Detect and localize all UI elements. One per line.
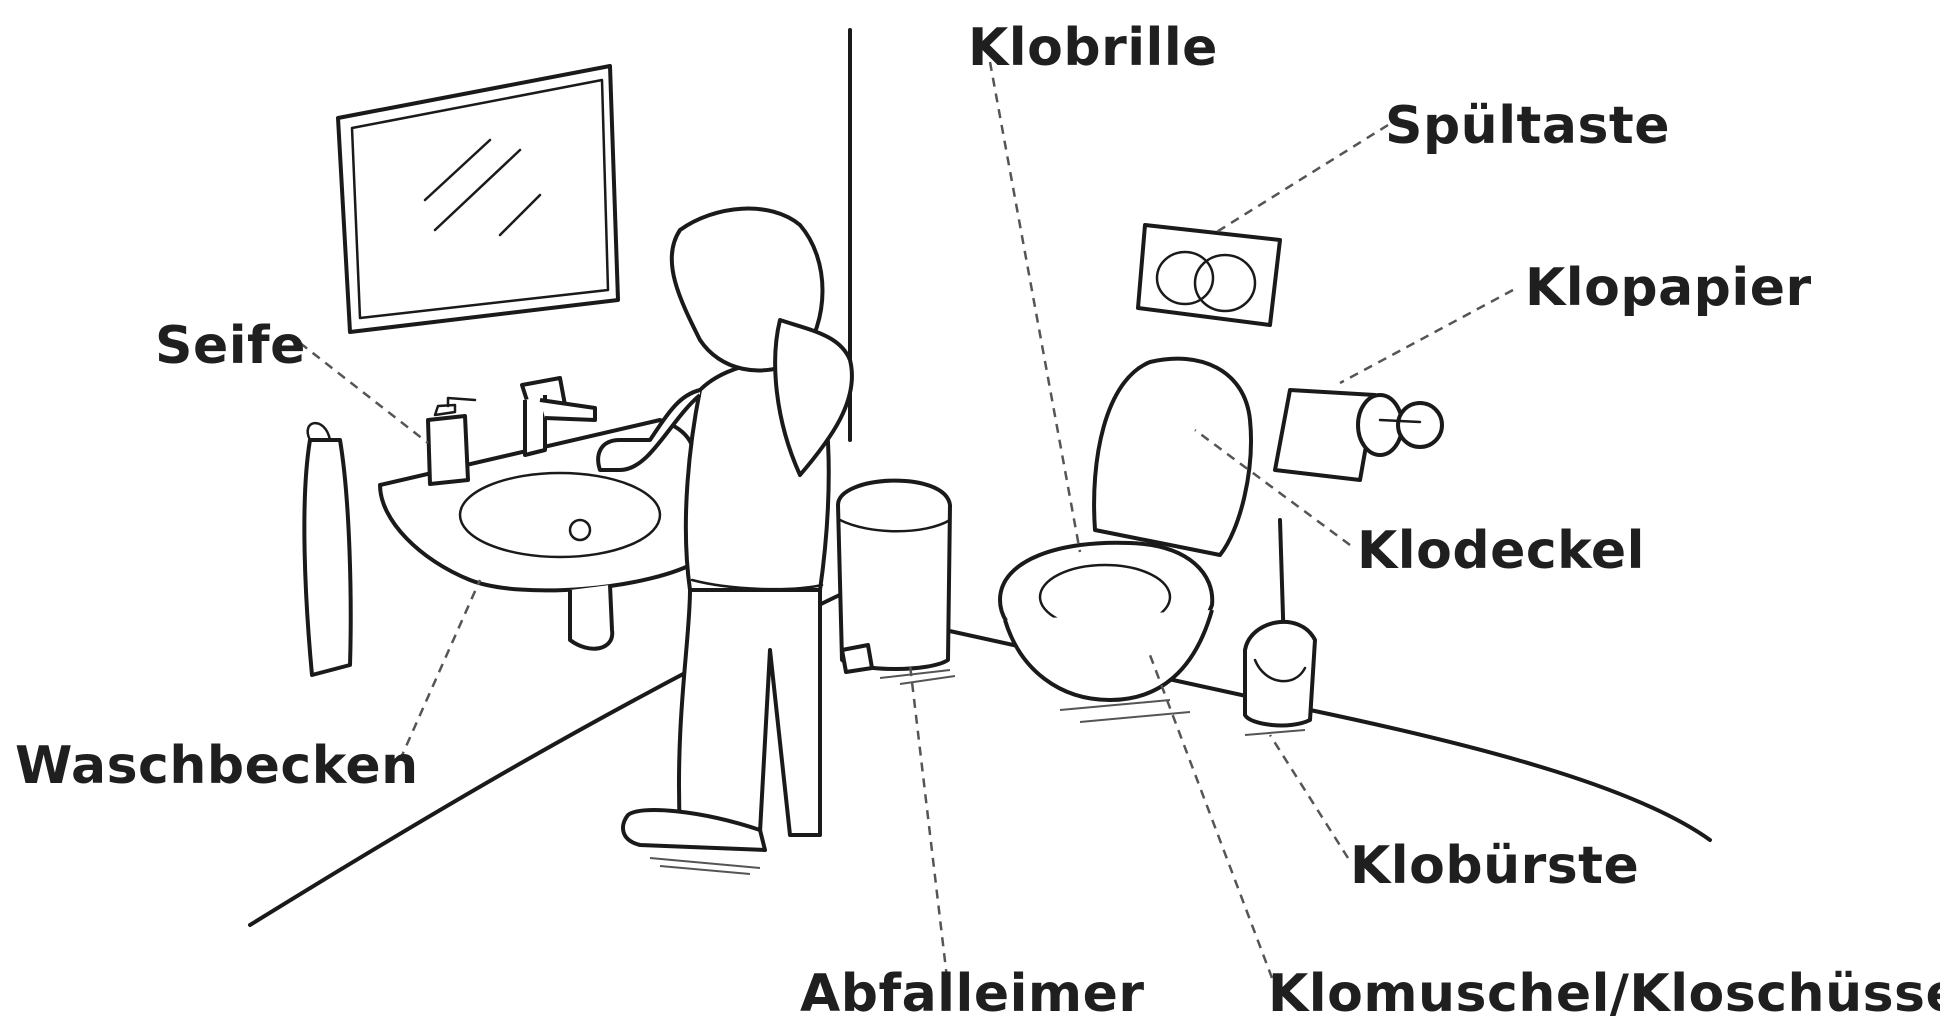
label-klobuerste: Klobürste	[1350, 840, 1639, 892]
trash-bin	[838, 481, 955, 684]
towel	[304, 423, 350, 675]
label-spueltaste: Spültaste	[1385, 100, 1670, 152]
toilet-brush	[1245, 520, 1315, 735]
mirror	[338, 66, 618, 332]
label-abfalleimer: Abfalleimer	[800, 968, 1145, 1020]
label-waschbecken: Waschbecken	[15, 740, 419, 792]
label-seife: Seife	[155, 320, 306, 372]
label-klobrille: Klobrille	[968, 22, 1218, 74]
flush-plate	[1138, 225, 1280, 325]
label-klomuschel: Klomuschel/Kloschüssel	[1268, 968, 1940, 1020]
toilet	[1000, 359, 1251, 722]
label-klopapier: Klopapier	[1525, 262, 1812, 314]
toilet-paper	[1275, 390, 1442, 480]
soap-dispenser	[428, 398, 475, 484]
label-klodeckel: Klodeckel	[1357, 525, 1645, 577]
